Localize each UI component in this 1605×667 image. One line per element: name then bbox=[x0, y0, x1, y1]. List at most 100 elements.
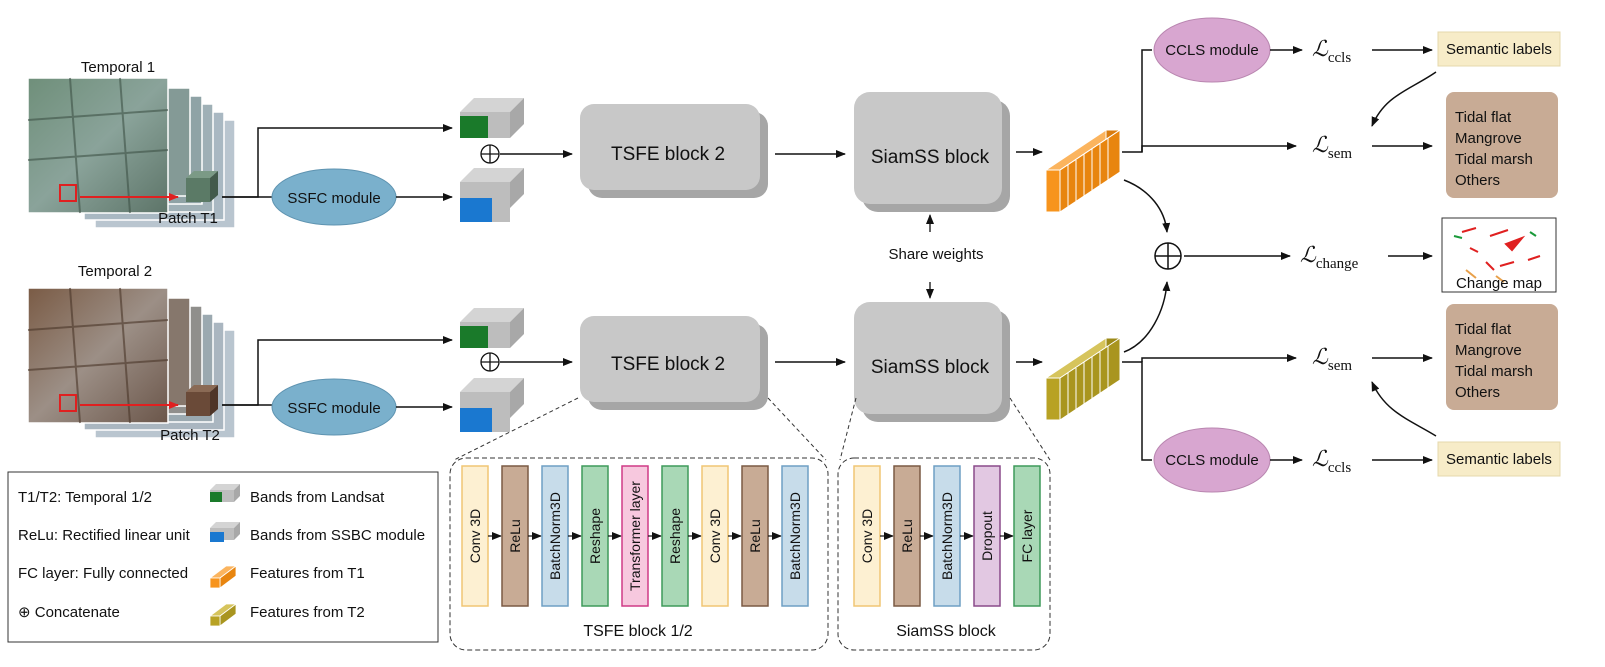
connector-labels-to-sem-bottom bbox=[1371, 381, 1437, 437]
legend-ssbc-icon bbox=[210, 522, 240, 542]
tsfe-layer-2-label: ReLu bbox=[507, 519, 523, 552]
loss-sem-top: ℒsem bbox=[1312, 132, 1352, 162]
ssfc-module-top-label: SSFC module bbox=[287, 190, 380, 207]
features-t1-vector bbox=[1044, 129, 1122, 213]
tsfe-layer-8-relu bbox=[741, 465, 769, 607]
legend-landsat-icon bbox=[210, 484, 240, 502]
classes-box-top bbox=[1446, 92, 1558, 198]
siamss-layer-4-dropout bbox=[973, 465, 1001, 607]
loss-ccls-bottom: ℒccls bbox=[1312, 446, 1351, 476]
siamss-layer-2-label: ReLu bbox=[899, 519, 915, 552]
class-bottom-3: Others bbox=[1455, 384, 1500, 401]
tsfe-block-top bbox=[580, 104, 768, 198]
siamss-block-top-label: SiamSS block bbox=[871, 147, 990, 168]
tsfe-layer-2-relu bbox=[501, 465, 529, 607]
concat-icon-bottom bbox=[480, 352, 500, 372]
siamss-layer-4-label: Dropout bbox=[979, 511, 995, 561]
class-bottom-0: Tidal flat bbox=[1455, 321, 1512, 338]
tsfe-layer-1-conv-3d bbox=[461, 465, 489, 607]
siamss-block-bottom-label: SiamSS block bbox=[871, 357, 990, 378]
class-top-1: Mangrove bbox=[1455, 130, 1522, 147]
legend-ssbc-label: Bands from SSBC module bbox=[250, 527, 425, 544]
tsfe-block-bottom bbox=[580, 316, 768, 410]
legend-relu: ReLu: Rectified linear unit bbox=[18, 527, 191, 544]
temporal2-stack bbox=[27, 287, 236, 439]
temporal1-stack bbox=[27, 77, 236, 229]
connector-features-to-ccls-bottom bbox=[1122, 361, 1152, 461]
patch-t1-label: Patch T1 bbox=[158, 210, 218, 227]
tsfe-layer-8-label: ReLu bbox=[747, 519, 763, 552]
ssbc-bands-cube-bottom bbox=[460, 378, 524, 432]
semantic-labels-bottom-label: Semantic labels bbox=[1446, 451, 1552, 468]
ccls-module-bottom-label: CCLS module bbox=[1165, 452, 1258, 469]
class-top-3: Others bbox=[1455, 172, 1500, 189]
legend-features-t2-icon bbox=[208, 603, 238, 627]
semantic-labels-box-top bbox=[1437, 31, 1561, 67]
siamss-layer-5-fc-layer bbox=[1013, 465, 1041, 607]
temporal2-title: Temporal 2 bbox=[78, 263, 152, 280]
legend-fc-layer: FC layer: Fully connected bbox=[18, 565, 188, 582]
legend-features-t1-icon bbox=[208, 565, 238, 589]
tsfe-layer-4-label: Reshape bbox=[587, 508, 603, 564]
connector-features-t2-to-fusion bbox=[1123, 281, 1171, 353]
patch-t1-cube bbox=[186, 171, 218, 202]
legend-concatenate: ⊕ Concatenate bbox=[18, 604, 120, 621]
siamss-layer-3-batchnorm3d bbox=[933, 465, 961, 607]
siamss-detail-title: SiamSS block bbox=[896, 623, 997, 640]
patch-t2-cube bbox=[186, 385, 218, 416]
tsfe-detail-box bbox=[449, 457, 829, 651]
detail-link-siamss-left bbox=[839, 397, 857, 461]
loss-ccls-top: ℒccls bbox=[1312, 36, 1351, 66]
patch-select-box-t1 bbox=[59, 184, 77, 202]
connector-features-t1-to-fusion bbox=[1123, 179, 1171, 233]
class-bottom-2: Tidal marsh bbox=[1455, 363, 1533, 380]
detail-link-tsfe-left bbox=[453, 397, 579, 461]
share-weights-label: Share weights bbox=[888, 246, 983, 263]
tsfe-layer-5-transformer-layer bbox=[621, 465, 649, 607]
semantic-labels-box-bottom bbox=[1437, 441, 1561, 477]
siamss-layer-2-relu bbox=[893, 465, 921, 607]
siamss-block-top bbox=[854, 92, 1010, 212]
semantic-labels-top-label: Semantic labels bbox=[1446, 41, 1552, 58]
siamss-layer-1-label: Conv 3D bbox=[859, 509, 875, 563]
connector-labels-to-sem-top bbox=[1371, 71, 1437, 127]
loss-change: ℒchange bbox=[1300, 242, 1359, 272]
connector-features-to-sem-bottom bbox=[1141, 354, 1297, 362]
legend-features-t2-label: Features from T2 bbox=[250, 604, 365, 621]
change-map-label: Change map bbox=[1456, 275, 1542, 292]
patch-select-box-t2 bbox=[59, 394, 77, 412]
tsfe-layer-6-label: Reshape bbox=[667, 508, 683, 564]
fusion-concat-icon bbox=[1154, 242, 1182, 270]
siamss-layer-1-conv-3d bbox=[853, 465, 881, 607]
landsat-bands-cube-top bbox=[460, 98, 524, 138]
siamss-block-bottom bbox=[854, 302, 1010, 422]
siamss-layer-row: Conv 3D ReLu BatchNorm3D Dropout FC layer bbox=[853, 465, 1041, 607]
patch-t2-label: Patch T2 bbox=[160, 427, 220, 444]
siamss-layer-3-label: BatchNorm3D bbox=[939, 492, 955, 580]
loss-sem-bottom: ℒsem bbox=[1312, 344, 1352, 374]
tsfe-detail-title: TSFE block 1/2 bbox=[583, 623, 692, 640]
tsfe-layer-5-label: Transformer layer bbox=[627, 481, 643, 591]
tsfe-block-bottom-label: TSFE block 2 bbox=[611, 354, 725, 375]
landsat-bands-cube-bottom bbox=[460, 308, 524, 348]
siamss-layer-5-label: FC layer bbox=[1019, 509, 1035, 562]
ccls-module-top-label: CCLS module bbox=[1165, 42, 1258, 59]
class-top-2: Tidal marsh bbox=[1455, 151, 1533, 168]
tsfe-layer-9-batchnorm3d bbox=[781, 465, 809, 607]
legend-features-t1-label: Features from T1 bbox=[250, 565, 365, 582]
tsfe-layer-row: Conv 3D ReLu BatchNorm3D Reshape Transformer… bbox=[461, 465, 809, 607]
siamss-detail-box bbox=[837, 457, 1051, 651]
features-t2-vector bbox=[1044, 337, 1122, 421]
tsfe-layer-9-label: BatchNorm3D bbox=[787, 492, 803, 580]
ssbc-bands-cube-top bbox=[460, 168, 524, 222]
tsfe-layer-7-conv-3d bbox=[701, 465, 729, 607]
tsfe-block-top-label: TSFE block 2 bbox=[611, 144, 725, 165]
tsfe-layer-3-label: BatchNorm3D bbox=[547, 492, 563, 580]
detail-link-siamss-right bbox=[1009, 397, 1051, 461]
legend-landsat-label: Bands from Landsat bbox=[250, 489, 385, 506]
class-bottom-1: Mangrove bbox=[1455, 342, 1522, 359]
ssfc-module-bottom-label: SSFC module bbox=[287, 400, 380, 417]
tsfe-layer-3-batchnorm3d bbox=[541, 465, 569, 607]
tsfe-layer-7-label: Conv 3D bbox=[707, 509, 723, 563]
